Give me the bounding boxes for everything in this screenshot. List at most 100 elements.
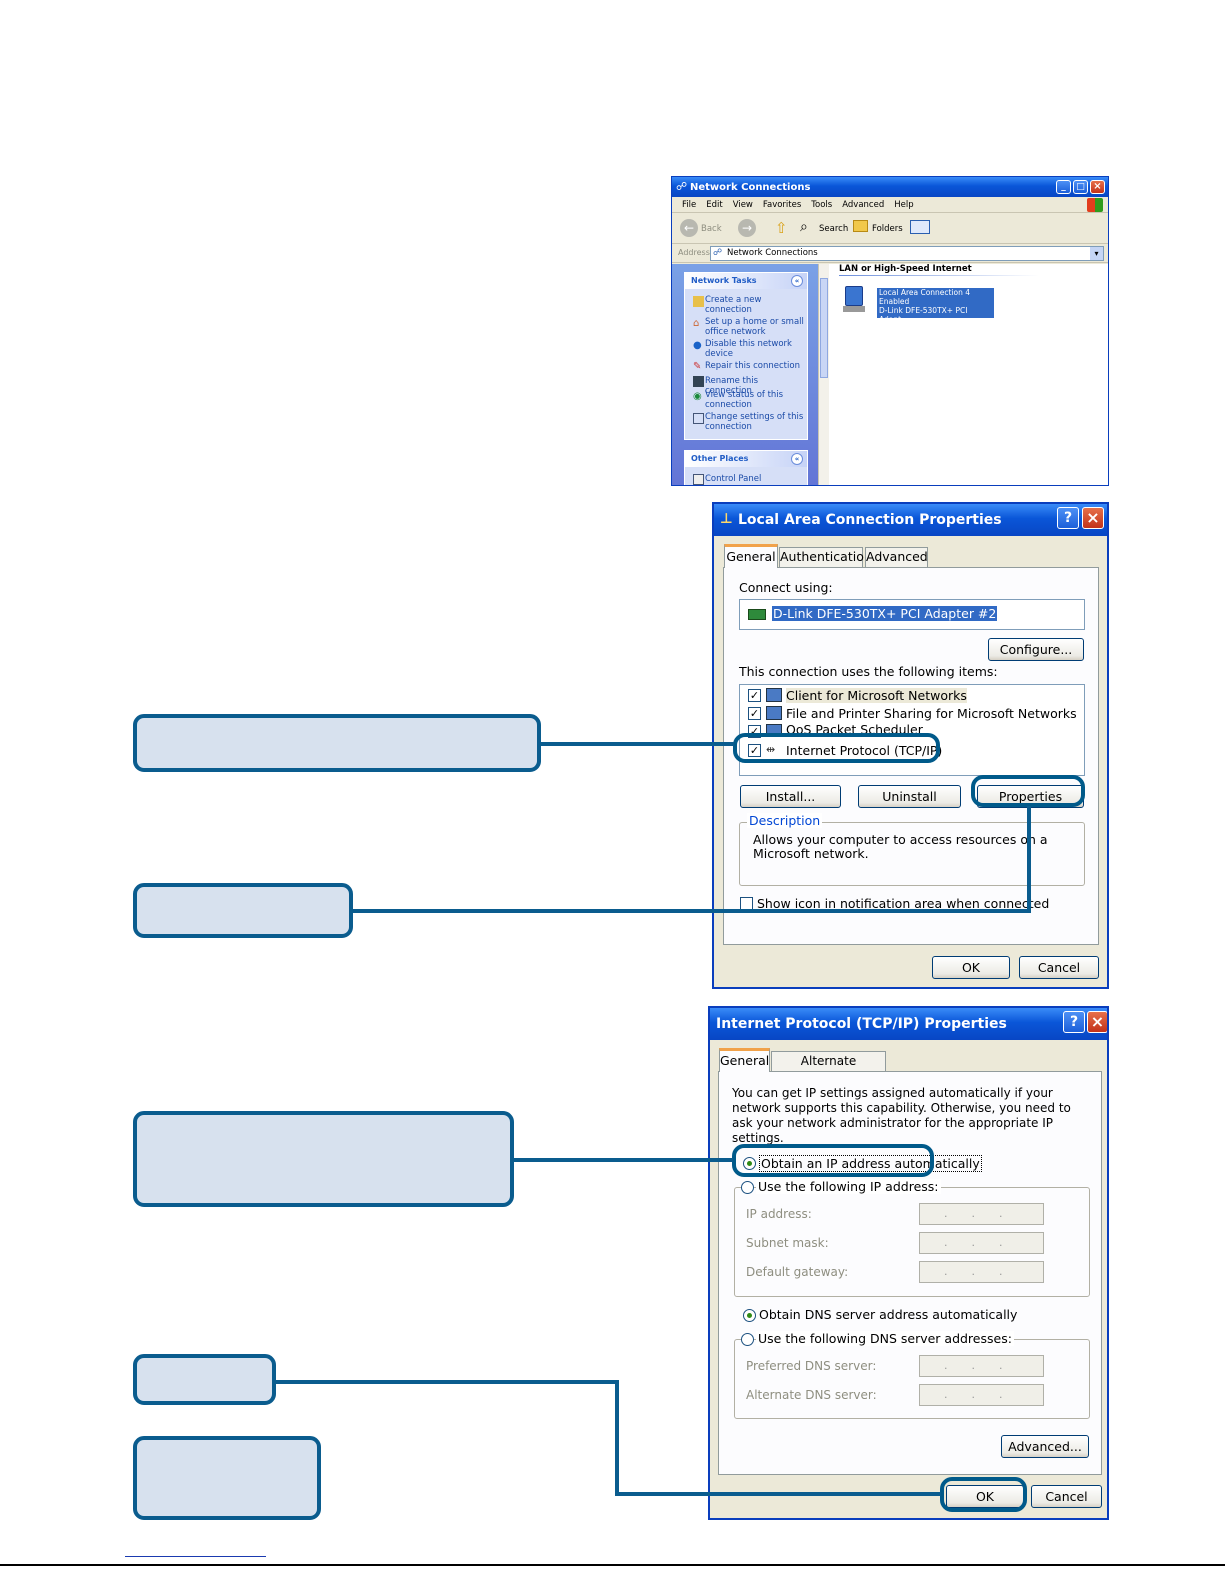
folders-button-label[interactable]: Folders bbox=[872, 224, 903, 234]
ip-address-input[interactable]: ... bbox=[919, 1203, 1044, 1225]
forward-arrow-icon[interactable]: → bbox=[738, 219, 756, 237]
back-button-label[interactable]: Back bbox=[701, 224, 722, 234]
minimize-button[interactable]: _ bbox=[1056, 180, 1071, 194]
menu-help[interactable]: Help bbox=[894, 199, 914, 210]
menu-file[interactable]: File bbox=[682, 199, 697, 210]
tcpip-label[interactable]: Internet Protocol (TCP/IP) bbox=[786, 743, 943, 758]
collapse-chevron-icon[interactable]: « bbox=[791, 275, 803, 287]
properties-button[interactable]: Properties bbox=[977, 785, 1084, 808]
tcpip-checkbox[interactable]: ✓ bbox=[748, 744, 761, 757]
footer-rule bbox=[0, 1564, 1225, 1566]
use-dns-radio[interactable] bbox=[741, 1333, 754, 1346]
address-input[interactable]: ☍ Network Connections ▾ bbox=[710, 246, 1104, 261]
task-repair-connection[interactable]: Repair this connection bbox=[705, 361, 800, 371]
menu-view[interactable]: View bbox=[732, 199, 753, 210]
obtain-dns-label[interactable]: Obtain DNS server address automatically bbox=[759, 1307, 1018, 1322]
scroll-thumb[interactable] bbox=[820, 278, 828, 378]
maximize-button[interactable]: □ bbox=[1073, 180, 1088, 194]
close-button[interactable]: × bbox=[1090, 180, 1105, 194]
up-folder-icon[interactable]: ⇧ bbox=[775, 219, 788, 237]
install-button[interactable]: Install... bbox=[740, 785, 841, 808]
nc-titlebar: ☍ Network Connections bbox=[672, 177, 1108, 197]
views-icon[interactable] bbox=[910, 220, 930, 234]
address-bar: Address ☍ Network Connections ▾ bbox=[672, 245, 1108, 263]
rename-icon bbox=[693, 376, 704, 387]
client-checkbox[interactable]: ✓ bbox=[748, 689, 761, 702]
search-icon[interactable]: ⌕ bbox=[800, 219, 808, 235]
cancel-button[interactable]: Cancel bbox=[1031, 1485, 1102, 1508]
description-legend: Description bbox=[747, 813, 823, 828]
callout-box bbox=[133, 1436, 321, 1520]
lac-properties-dialog: ⊥ Local Area Connection Properties ? × G… bbox=[712, 502, 1109, 989]
create-connection-icon bbox=[693, 296, 704, 307]
task-pane-scrollbar[interactable] bbox=[818, 264, 829, 485]
dropdown-arrow-icon[interactable]: ▾ bbox=[1090, 247, 1103, 260]
cancel-button[interactable]: Cancel bbox=[1019, 956, 1099, 979]
search-button-label[interactable]: Search bbox=[819, 224, 849, 234]
folders-icon[interactable] bbox=[853, 220, 868, 232]
view-status-icon: ◉ bbox=[693, 391, 702, 402]
tab-authentication[interactable]: Authentication bbox=[779, 547, 872, 567]
help-button[interactable]: ? bbox=[1063, 1011, 1085, 1033]
collapse-chevron-icon[interactable]: « bbox=[791, 453, 803, 465]
other-place-control-panel[interactable]: Control Panel bbox=[705, 474, 762, 484]
menu-tools[interactable]: Tools bbox=[811, 199, 833, 210]
connection-status: Enabled bbox=[879, 297, 910, 306]
obtain-dns-radio[interactable] bbox=[743, 1309, 756, 1322]
ok-button[interactable]: OK bbox=[946, 1485, 1024, 1508]
use-dns-label[interactable]: Use the following DNS server addresses: bbox=[756, 1331, 1014, 1346]
task-rename-connection[interactable]: Rename this connection bbox=[705, 376, 759, 396]
help-button[interactable]: ? bbox=[1057, 507, 1079, 529]
address-label: Address bbox=[678, 248, 710, 257]
configure-button[interactable]: Configure... bbox=[988, 638, 1084, 661]
obtain-ip-radio[interactable] bbox=[743, 1157, 756, 1170]
tab-general[interactable]: General bbox=[719, 1048, 770, 1072]
adapter-field[interactable]: D-Link DFE-530TX+ PCI Adapter #2 bbox=[739, 599, 1085, 630]
change-settings-icon bbox=[693, 413, 704, 424]
close-button[interactable]: × bbox=[1087, 1011, 1107, 1033]
lan-connection-item[interactable]: Local Area Connection 4 Enabled D-Link D… bbox=[877, 288, 994, 324]
menu-edit[interactable]: Edit bbox=[706, 199, 723, 210]
preferred-dns-input[interactable]: ... bbox=[919, 1355, 1044, 1377]
tab-general[interactable]: General bbox=[724, 544, 778, 568]
content-pane: LAN or High-Speed Internet Local Area Co… bbox=[829, 264, 1108, 485]
connect-using-label: Connect using: bbox=[739, 580, 833, 595]
subnet-mask-input[interactable]: ... bbox=[919, 1232, 1044, 1254]
close-button[interactable]: × bbox=[1082, 507, 1104, 529]
use-ip-radio[interactable] bbox=[741, 1181, 754, 1194]
menu-bar: File Edit View Favorites Tools Advanced … bbox=[672, 197, 1108, 213]
file-sharing-label: File and Printer Sharing for Microsoft N… bbox=[786, 706, 1077, 721]
ok-button[interactable]: OK bbox=[932, 956, 1010, 979]
connector-line bbox=[615, 1380, 619, 1496]
connection-device: D-Link DFE-530TX+ PCI Adapt... bbox=[879, 306, 968, 324]
menu-favorites[interactable]: Favorites bbox=[762, 199, 802, 210]
alternate-dns-input[interactable]: ... bbox=[919, 1384, 1044, 1406]
menu-advanced[interactable]: Advanced bbox=[842, 199, 885, 210]
home-network-icon: ⌂ bbox=[693, 318, 700, 329]
lan-connection-icon[interactable] bbox=[841, 286, 867, 316]
connector-line bbox=[615, 1492, 941, 1496]
default-gateway-label: Default gateway: bbox=[746, 1265, 849, 1279]
file-sharing-checkbox[interactable]: ✓ bbox=[748, 707, 761, 720]
back-arrow-icon[interactable]: ← bbox=[680, 219, 698, 237]
connection-name: Local Area Connection 4 bbox=[879, 288, 971, 297]
connector-line bbox=[510, 1158, 733, 1162]
default-gateway-input[interactable]: ... bbox=[919, 1261, 1044, 1283]
other-places-header[interactable]: Other Places « bbox=[685, 451, 807, 467]
tab-advanced[interactable]: Advanced bbox=[865, 547, 928, 567]
use-ip-label[interactable]: Use the following IP address: bbox=[756, 1179, 941, 1194]
footer-link-underline bbox=[125, 1556, 266, 1557]
tcpip-item-highlight bbox=[733, 733, 940, 763]
network-tasks-header[interactable]: Network Tasks « bbox=[685, 273, 807, 289]
advanced-button[interactable]: Advanced... bbox=[1001, 1435, 1089, 1458]
tab-alternate-configuration[interactable]: Alternate Configuration bbox=[771, 1051, 886, 1086]
uninstall-button[interactable]: Uninstall bbox=[858, 785, 961, 808]
connector-line bbox=[1027, 806, 1031, 913]
alternate-dns-label: Alternate DNS server: bbox=[746, 1388, 877, 1402]
